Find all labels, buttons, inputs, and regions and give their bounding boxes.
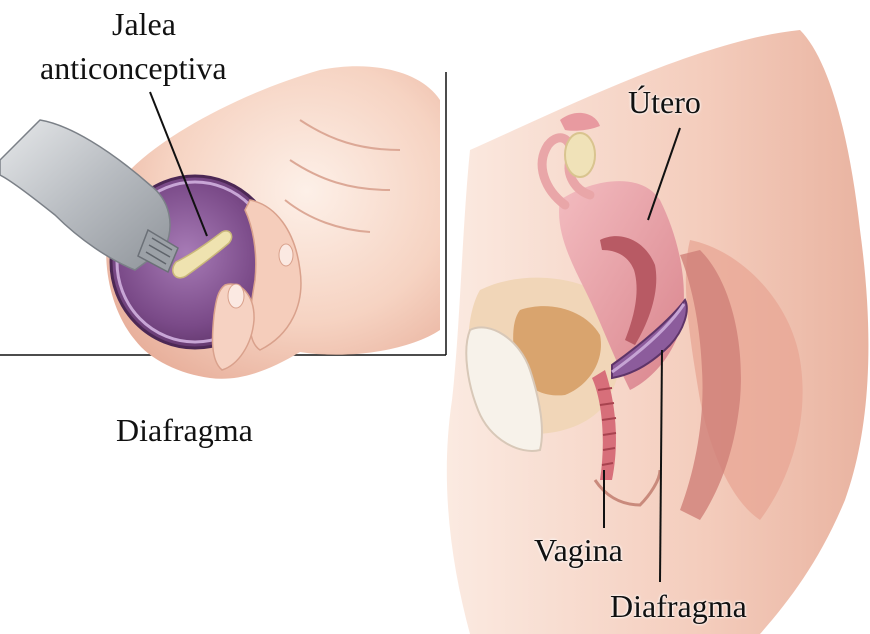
hand-with-diaphragm — [0, 66, 440, 379]
pelvis-cross-section — [447, 30, 869, 634]
label-utero: Útero — [628, 86, 701, 118]
label-vagina: Vagina — [534, 534, 623, 566]
fingernail — [228, 284, 244, 308]
label-diafragma-left: Diafragma — [116, 414, 253, 446]
fingernail-2 — [279, 244, 293, 266]
label-jalea-line1: Jalea — [112, 8, 176, 40]
label-diafragma-right: Diafragma — [610, 590, 747, 622]
label-jalea-line2: anticonceptiva — [40, 52, 227, 84]
ovary — [565, 133, 595, 177]
